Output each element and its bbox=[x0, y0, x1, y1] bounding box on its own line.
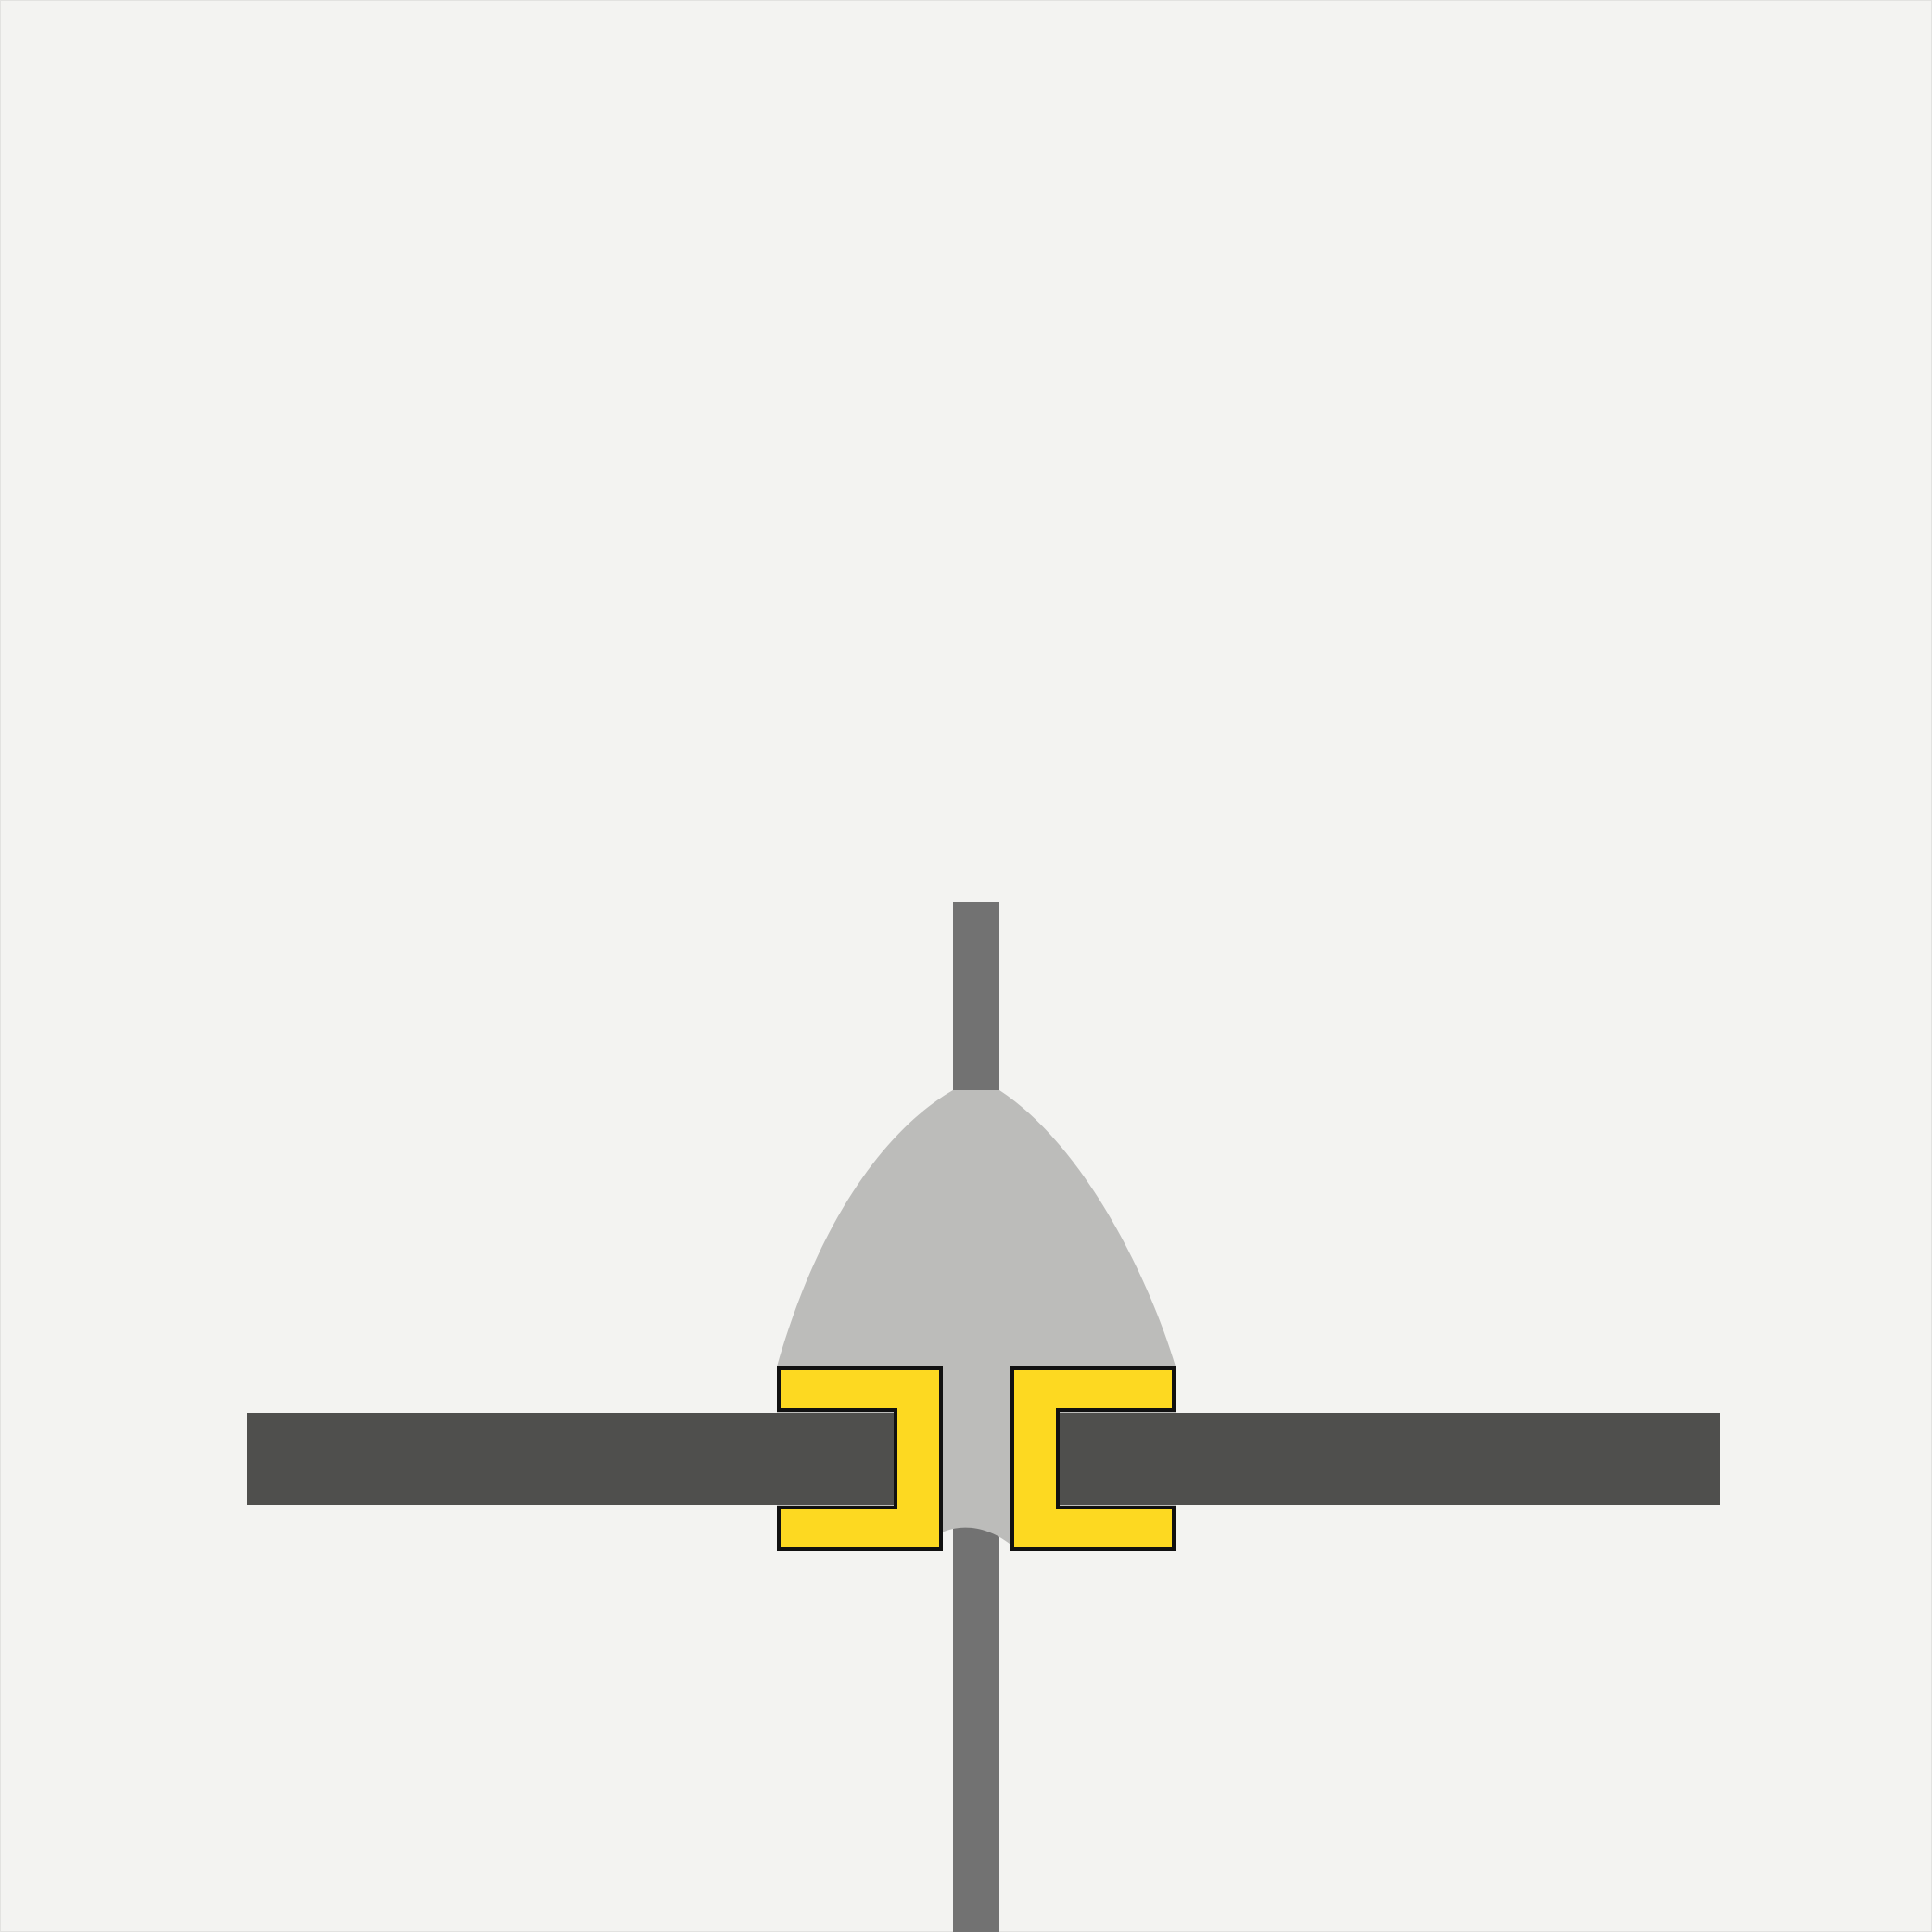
right-horizontal-bar bbox=[1058, 1413, 1720, 1505]
vertical-rod-top bbox=[953, 902, 999, 1092]
right-bracket-clamp-icon bbox=[1010, 1366, 1176, 1551]
left-bracket-clamp-icon bbox=[777, 1366, 943, 1551]
vertical-rod-bottom bbox=[953, 1520, 999, 1932]
left-horizontal-bar bbox=[247, 1413, 896, 1505]
